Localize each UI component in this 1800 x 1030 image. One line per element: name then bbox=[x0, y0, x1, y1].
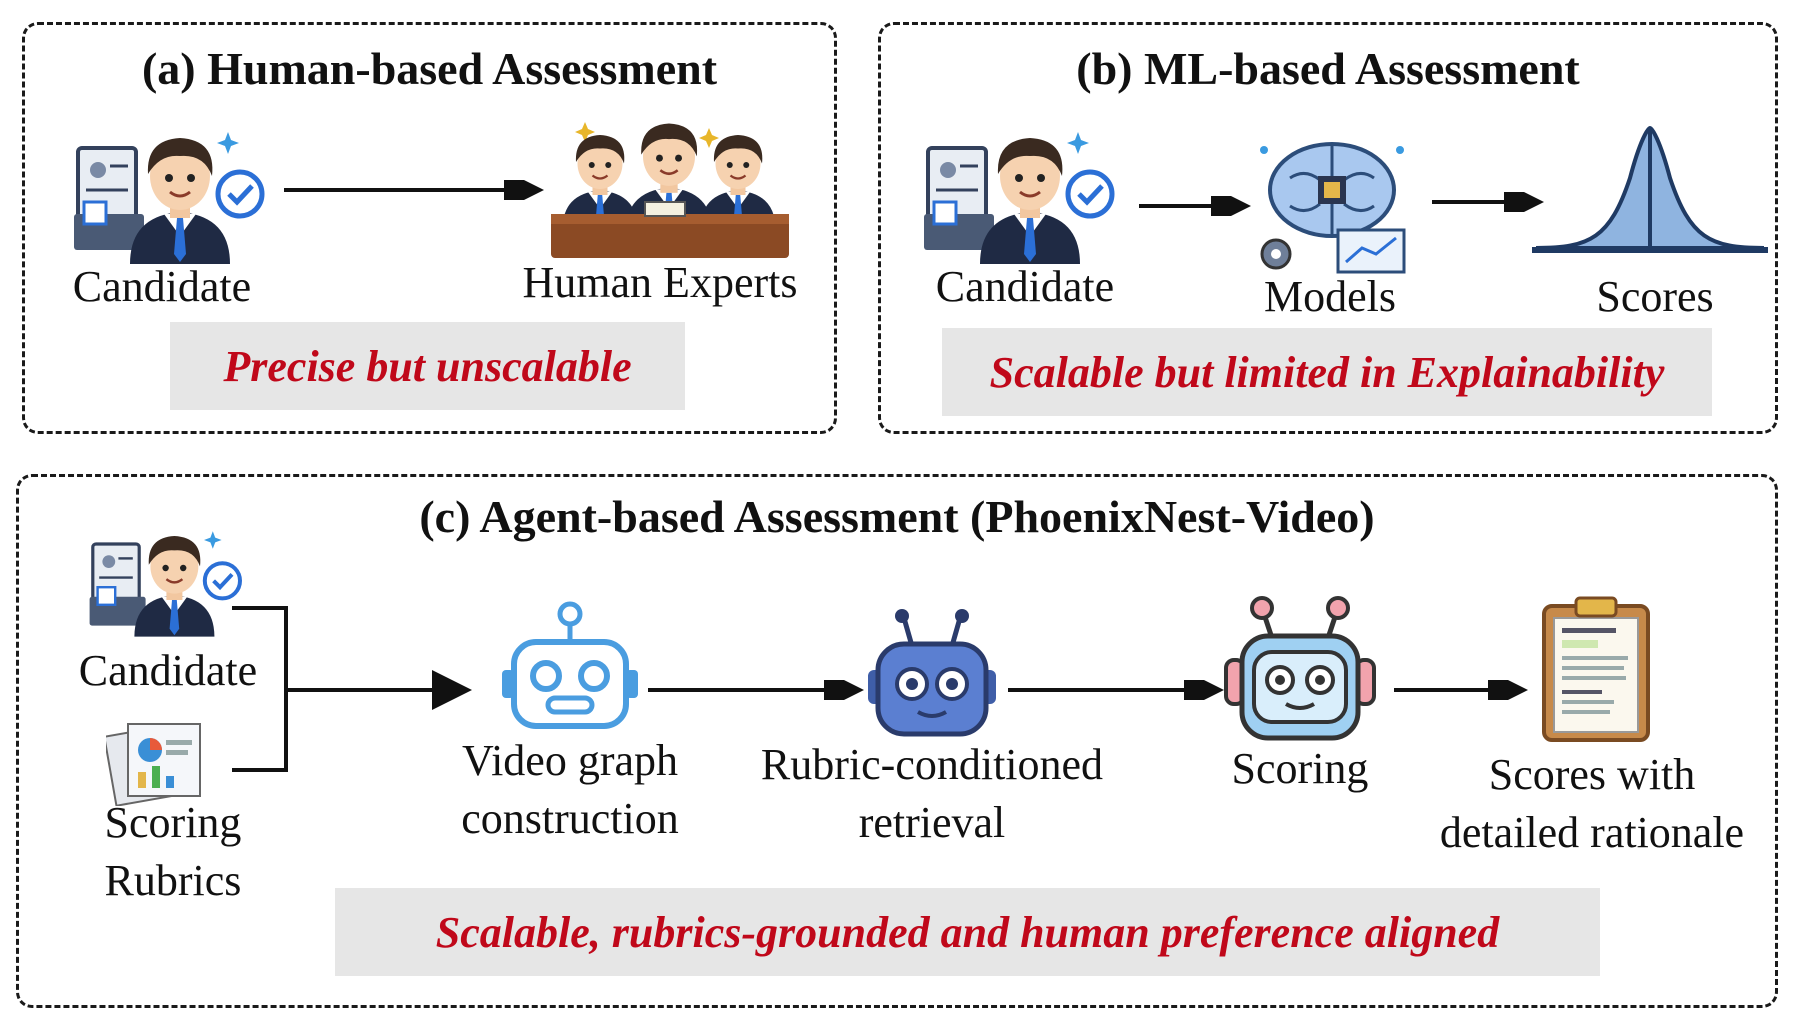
clipboard-icon bbox=[1542, 596, 1650, 742]
candidate-icon bbox=[74, 132, 265, 264]
panel-c-summary-banner: Scalable, rubrics-grounded and human pre… bbox=[335, 888, 1600, 976]
panel-a-arrow bbox=[284, 180, 544, 200]
panel-a-summary-banner: Precise but unscalable bbox=[170, 322, 685, 410]
robot-headphone-icon bbox=[1224, 596, 1376, 741]
panel-c-arrow-2 bbox=[1008, 680, 1224, 700]
rubrics-icon bbox=[106, 723, 201, 806]
candidate-icon bbox=[924, 132, 1115, 264]
panel-c-rubrics-label-1: Scoring bbox=[104, 798, 242, 847]
panel-b-candidate-label: Candidate bbox=[935, 262, 1115, 311]
brain-model-icon bbox=[1260, 142, 1406, 274]
panel-c-step4-label-2: detailed rationale bbox=[1439, 808, 1745, 857]
panel-c-step1-label-1: Video graph bbox=[461, 736, 679, 785]
panel-ml-assessment bbox=[878, 22, 1778, 434]
panel-c-step2-label-2: retrieval bbox=[858, 798, 1006, 847]
panel-human-assessment bbox=[22, 22, 837, 434]
panel-c-candidate-label: Candidate bbox=[78, 646, 258, 695]
panel-c-step1-label-2: construction bbox=[461, 794, 679, 843]
candidate-icon bbox=[89, 531, 242, 637]
panel-b-scores-label: Scores bbox=[1596, 272, 1714, 321]
panel-c-merge-bracket bbox=[232, 606, 472, 772]
robot-filled-icon bbox=[868, 609, 996, 737]
panel-a-candidate-label: Candidate bbox=[72, 262, 252, 311]
panel-b-title: (b) ML-based Assessment bbox=[1076, 43, 1580, 94]
panel-c-rubrics-label-2: Rubrics bbox=[104, 856, 242, 905]
panel-c-step2-label-1: Rubric-conditioned bbox=[760, 740, 1104, 789]
experts-panel-icon bbox=[551, 122, 789, 258]
panel-a-experts-label: Human Experts bbox=[522, 258, 798, 307]
panel-c-arrow-3 bbox=[1394, 680, 1528, 700]
bell-curve-icon bbox=[1532, 125, 1768, 253]
panel-b-models-label: Models bbox=[1264, 272, 1396, 321]
panel-a-title: (a) Human-based Assessment bbox=[141, 43, 718, 94]
panel-c-step4-label-1: Scores with bbox=[1488, 750, 1696, 799]
panel-b-arrow-1 bbox=[1139, 196, 1251, 216]
robot-outline-icon bbox=[502, 601, 638, 729]
panel-agent-assessment bbox=[16, 474, 1778, 1008]
panel-b-arrow-2 bbox=[1432, 192, 1544, 212]
panel-c-step3-label: Scoring bbox=[1231, 744, 1369, 793]
panel-c-arrow-1 bbox=[648, 680, 864, 700]
panel-b-summary-banner: Scalable but limited in Explainability bbox=[942, 328, 1712, 416]
panel-c-title: (c) Agent-based Assessment (PhoenixNest-… bbox=[419, 491, 1375, 542]
